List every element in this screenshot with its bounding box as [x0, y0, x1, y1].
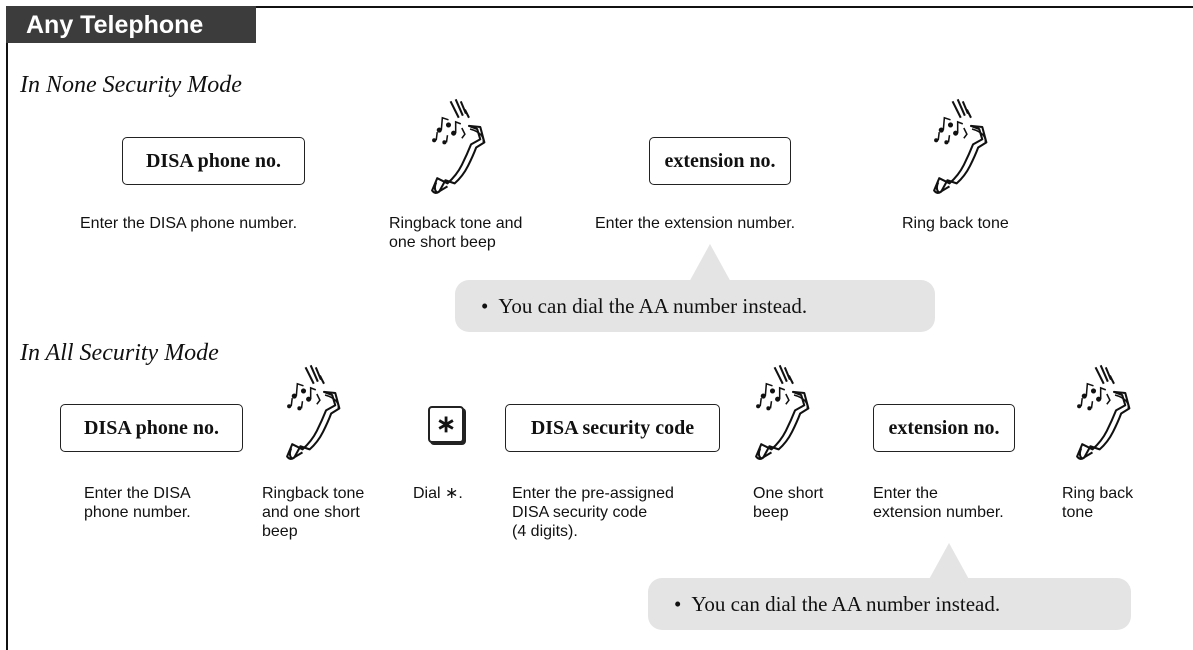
all-caption-one-short-beep: One short beep — [753, 484, 823, 522]
frame-top-border — [6, 6, 1193, 8]
extension-no-box: extension no. — [873, 404, 1015, 452]
caption-line: beep — [262, 523, 298, 540]
all-caption-ring-back: Ring back tone — [1062, 484, 1133, 522]
caption-line: One short — [753, 485, 824, 502]
disa-phone-no-box: DISA phone no. — [60, 404, 243, 452]
caption-line: one short beep — [389, 234, 496, 251]
extension-no-box: extension no. — [649, 137, 791, 185]
all-caption-enter-security-code: Enter the pre-assigned DISA security cod… — [512, 484, 674, 541]
frame-left-border — [6, 6, 8, 650]
none-mode-callout: • You can dial the AA number instead. — [455, 280, 935, 332]
caption-line: beep — [753, 504, 789, 521]
bullet: • — [674, 591, 682, 616]
ringing-handset-icon — [428, 96, 510, 201]
star-key-icon: ∗ — [428, 406, 464, 443]
none-caption-enter-disa: Enter the DISA phone number. — [80, 215, 298, 232]
caption-line: Ringback tone and — [389, 215, 523, 232]
caption-line: (4 digits). — [512, 523, 578, 540]
callout-pointer — [927, 543, 971, 583]
none-caption-enter-extension: Enter the extension number. — [595, 215, 796, 232]
all-mode-title: In All Security Mode — [20, 340, 219, 366]
all-mode-callout: • You can dial the AA number instead. — [648, 578, 1131, 630]
all-caption-enter-disa: Enter the DISA phone number. — [84, 484, 191, 522]
caption-line: tone — [1062, 504, 1094, 521]
none-caption-ringback: Ringback tone and one short beep — [389, 214, 522, 252]
callout-text: You can dial the AA number instead. — [691, 591, 1001, 616]
bullet: • — [481, 293, 489, 318]
caption-line: DISA security code — [512, 504, 648, 521]
caption-line: extension number. — [873, 504, 1004, 521]
section-header: Any Telephone — [6, 6, 256, 43]
all-caption-dial-star: Dial ∗. — [413, 485, 463, 502]
callout-text: You can dial the AA number instead. — [498, 293, 808, 318]
section-title: Any Telephone — [26, 11, 204, 39]
none-caption-ring-back: Ring back tone — [902, 215, 1009, 232]
caption-line: Enter the DISA — [84, 485, 191, 502]
ringing-handset-icon — [1073, 362, 1155, 467]
caption-line: Enter the — [873, 485, 938, 502]
ringing-handset-icon — [930, 96, 1012, 201]
ringing-handset-icon — [283, 362, 365, 467]
all-caption-ringback: Ringback tone and one short beep — [262, 484, 364, 541]
ringing-handset-icon — [752, 362, 834, 467]
none-mode-title: In None Security Mode — [20, 72, 242, 98]
caption-line: Ring back — [1062, 485, 1134, 502]
caption-line: and one short — [262, 504, 360, 521]
caption-line: phone number. — [84, 504, 191, 521]
caption-line: Enter the pre-assigned — [512, 485, 674, 502]
callout-pointer — [688, 244, 732, 284]
disa-security-code-box: DISA security code — [505, 404, 720, 452]
all-caption-enter-extension: Enter the extension number. — [873, 484, 1004, 522]
disa-phone-no-box: DISA phone no. — [122, 137, 305, 185]
caption-line: Ringback tone — [262, 485, 365, 502]
